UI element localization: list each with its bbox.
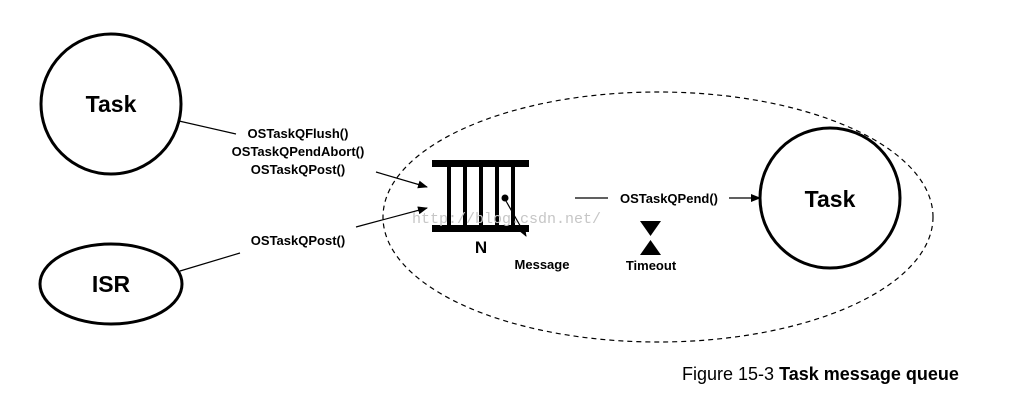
watermark-text: http://blog.csdn.net/ — [412, 211, 601, 228]
task-to-label-line — [178, 120, 237, 135]
message-pointer-line — [505, 200, 527, 237]
queue-size-label: N — [475, 238, 487, 257]
dest-task-node: Task — [758, 126, 902, 270]
isr-label: ISR — [92, 271, 131, 297]
message-label: Message — [515, 257, 570, 272]
figure-caption: Figure 15-3 Task message queue — [682, 364, 959, 385]
hourglass-icon — [640, 221, 661, 255]
message-dot-icon — [501, 194, 509, 202]
dest-task-label: Task — [805, 186, 856, 212]
task-boundary-ellipse — [382, 91, 934, 343]
isr-node: ISR — [38, 242, 184, 326]
source-task-node: Task — [39, 32, 183, 176]
task-post-arrow — [375, 171, 428, 189]
isr-post-arrow — [355, 206, 428, 228]
caption-prefix: Figure 15-3 — [682, 364, 775, 384]
caption-title: Task message queue — [779, 364, 959, 384]
message-queue-icon — [432, 160, 529, 232]
isr-post-label: OSTaskQPost() — [251, 233, 345, 248]
isr-to-label-line — [179, 252, 241, 272]
pend-abort-label: OSTaskQPendAbort() — [232, 144, 365, 159]
task-post-label: OSTaskQPost() — [251, 162, 345, 177]
source-task-label: Task — [86, 91, 137, 117]
pend-label: OSTaskQPend() — [620, 191, 718, 206]
flush-label: OSTaskQFlush() — [248, 126, 349, 141]
timeout-label: Timeout — [626, 258, 677, 273]
